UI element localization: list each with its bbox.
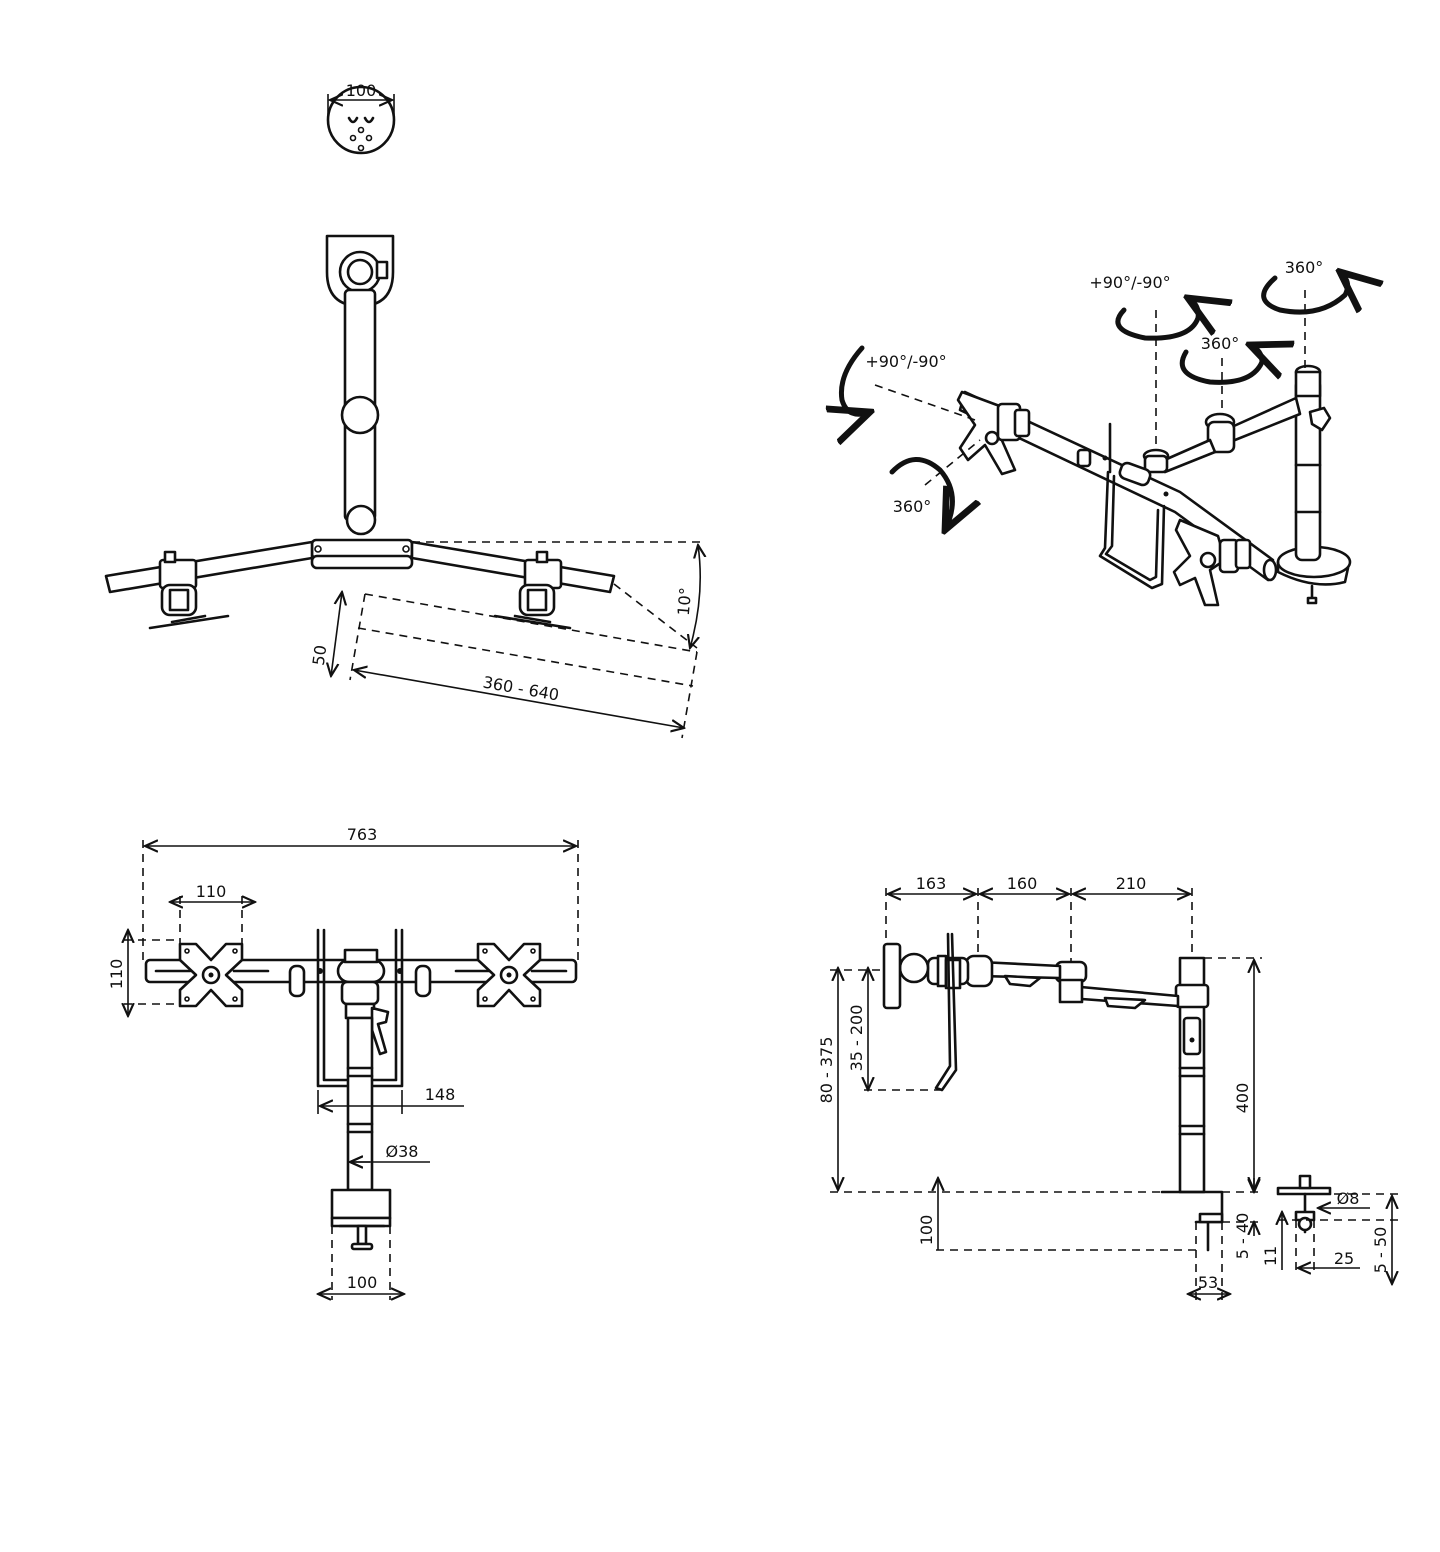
label-tilt-center: +90°/-90°	[1089, 273, 1170, 292]
dim-vesa-height: 110	[107, 959, 126, 990]
dim-grommet-width: 25	[1334, 1249, 1354, 1268]
dim-height-range: 80 - 375	[817, 1037, 836, 1104]
mount-left-top	[148, 550, 230, 630]
crossbar-right	[410, 540, 616, 594]
label-rotation-left: 360°	[893, 497, 932, 516]
vesa-right-perspective	[1172, 518, 1252, 607]
mount-right-top	[493, 550, 572, 630]
side-view: 163 160 210 80 - 375 35 - 200 100 400 5 …	[817, 874, 1262, 1300]
dim-clamp-depth: 100	[917, 1215, 936, 1246]
dim-handle-width: 148	[425, 1085, 456, 1104]
dim-arm-segment-1: 163	[916, 874, 947, 893]
label-rotation-pole-top: 360°	[1285, 258, 1324, 277]
dim-arm-segment-3: 210	[1116, 874, 1147, 893]
label-rotation-center: 360°	[1201, 334, 1240, 353]
top-view: 100	[104, 81, 700, 739]
dim-clamp-base-width: 53	[1198, 1273, 1218, 1292]
dim-bolt-diameter: Ø8	[1337, 1189, 1360, 1208]
vesa-left-front	[178, 942, 244, 1008]
crossbar-left	[104, 540, 314, 594]
vesa-side	[882, 942, 902, 1010]
dim-pole-height: 400	[1233, 1083, 1252, 1114]
vesa-plate-top: 100	[326, 81, 396, 155]
dim-desk-thickness-range: 5 - 50	[1371, 1227, 1390, 1273]
vesa-left-perspective	[956, 390, 1092, 476]
dim-pole-diameter: Ø38	[386, 1142, 419, 1161]
pole-front	[346, 1016, 374, 1192]
grommet-detail: Ø8 11 25 5 - 50	[1261, 1174, 1398, 1284]
label-tilt-left: +90°/-90°	[865, 352, 946, 371]
dim-vesa-width: 110	[196, 882, 227, 901]
dim-clamp-thickness-range: 5 - 40	[1233, 1213, 1252, 1259]
dim-arm-segment-2: 160	[1007, 874, 1038, 893]
vesa-right-front	[476, 942, 542, 1008]
dim-tilt-angle: 10°	[674, 587, 695, 617]
front-view: 763 110 110 148 Ø38 100	[107, 825, 579, 1300]
dim-depth-offset: 50	[309, 644, 331, 667]
dim-handle-height-range: 35 - 200	[847, 1005, 866, 1072]
clamp-front	[330, 1188, 392, 1220]
perspective-view: 360° +90°/-90° 360° +90°/-90° 360°	[841, 258, 1350, 607]
dim-total-width: 763	[347, 825, 378, 844]
dim-clamp-width: 100	[347, 1273, 378, 1292]
dim-grommet-height: 11	[1261, 1246, 1280, 1266]
dim-vesa-plate-width: 100	[346, 81, 377, 100]
